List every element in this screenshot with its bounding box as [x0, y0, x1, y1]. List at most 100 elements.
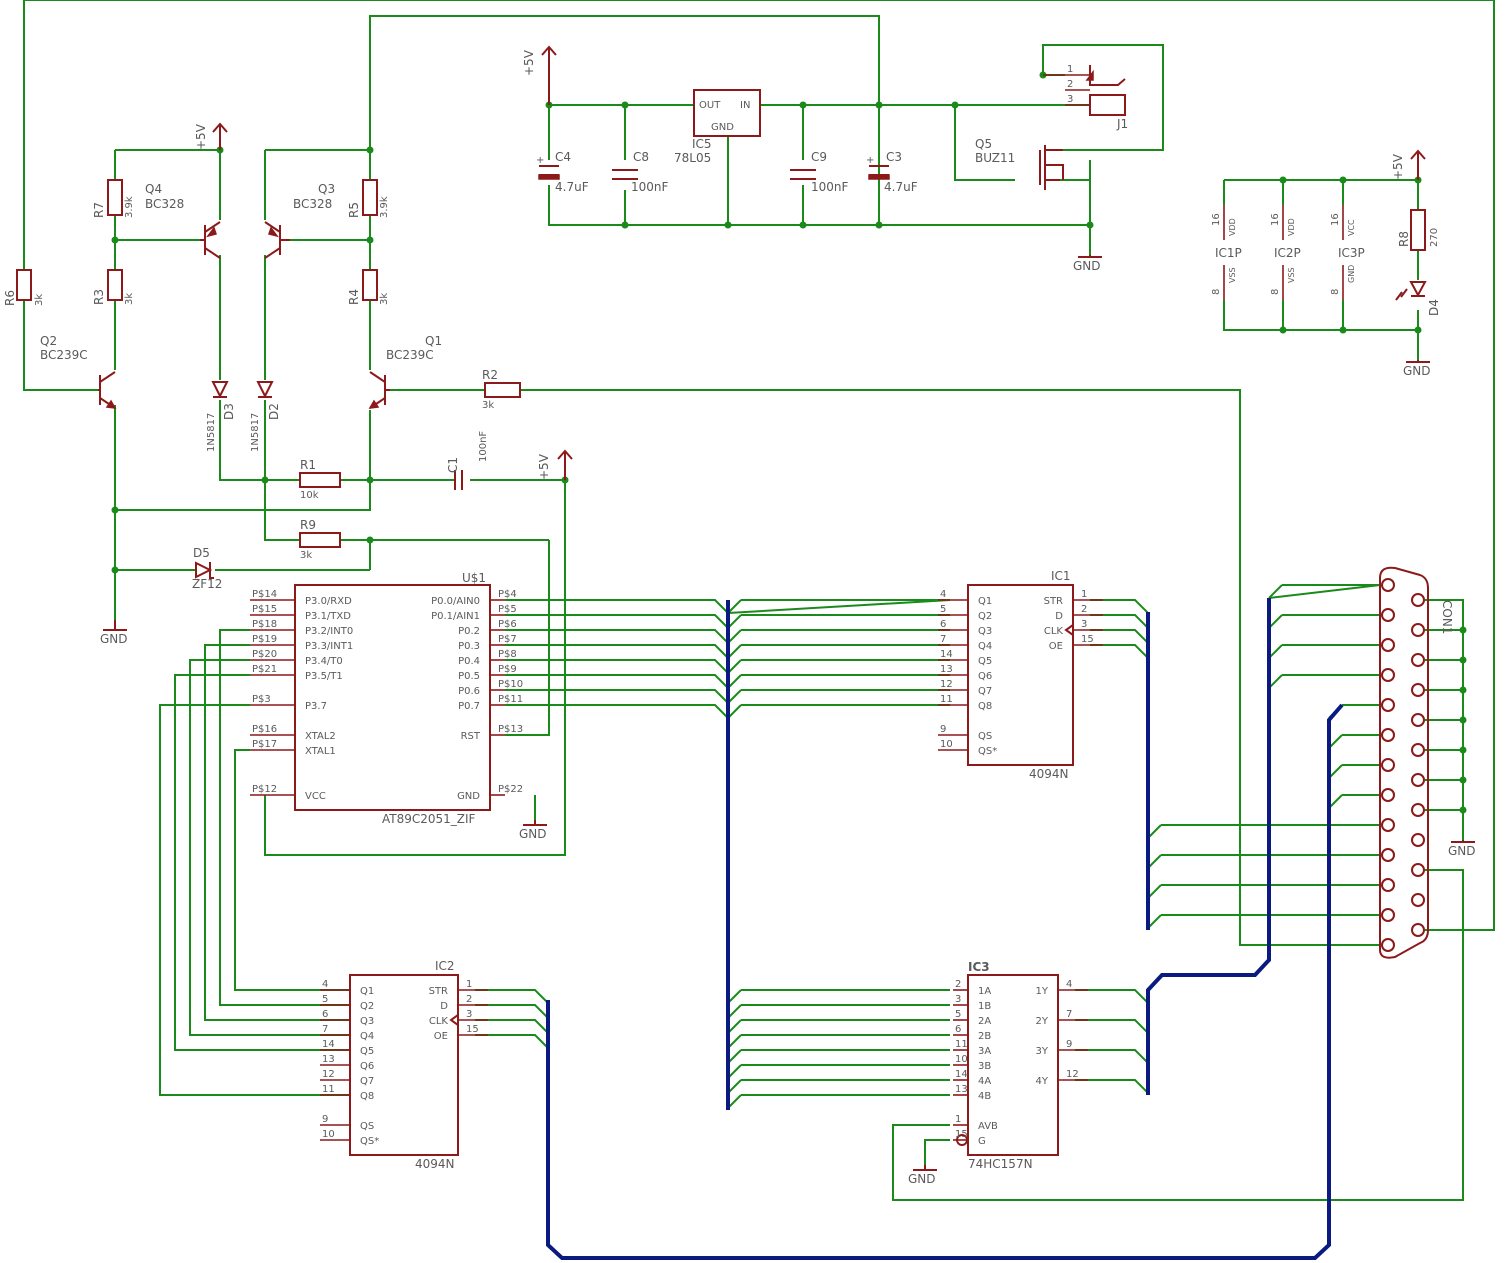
ic3-ref: IC3 [968, 960, 990, 974]
u1-microcontroller: P$14P3.0/RXDP$15P3.1/TXDP$18P3.2/INT0P$1… [250, 571, 523, 826]
u1-pin-name: P3.5/T1 [305, 671, 343, 682]
ic2-pin-name: QS [360, 1121, 374, 1132]
ic1-pin-name: Q5 [978, 656, 992, 667]
r3-ref: R3 [92, 289, 106, 305]
gnd-label: GND [1073, 259, 1101, 273]
c8-ref: C8 [633, 150, 649, 164]
ic5-ref: IC5 [692, 137, 712, 151]
con1-pin [1381, 608, 1395, 622]
c8-value: 100nF [631, 180, 669, 194]
ic2-pad: 4 [322, 979, 328, 990]
svg-text:16: 16 [1270, 213, 1281, 226]
ic2-pad: 12 [322, 1069, 335, 1080]
ic1-ref: IC1 [1051, 569, 1071, 583]
r4-value: 3k [379, 293, 390, 305]
gnd-label: GND [908, 1172, 936, 1186]
c3-value: 4.7uF [884, 180, 918, 194]
d2-value: 1N5817 [250, 413, 261, 452]
u1-pin-name: P0.3 [458, 641, 480, 652]
r1-ref: R1 [300, 458, 316, 472]
ic1-pin-name: Q3 [978, 626, 992, 637]
ic1-pad: 2 [1081, 604, 1087, 615]
u1-pin-name: P3.1/TXD [305, 611, 351, 622]
supply-label-vcc: +5V [194, 123, 208, 150]
con1-db25-connector: CON1 [1379, 566, 1454, 959]
con1-pin [1411, 893, 1425, 907]
con1-pin [1381, 878, 1395, 892]
ic1-pin-name: Q2 [978, 611, 992, 622]
svg-text:IC1P: IC1P [1215, 246, 1242, 260]
svg-text:16: 16 [1330, 213, 1341, 226]
ic2-pin-name: CLK [429, 1016, 449, 1027]
ic5-regulator: OUT IN GND IC5 78L05 [674, 89, 761, 165]
ic3-pad: 15 [955, 1129, 968, 1140]
ic3-pin-name: AVB [978, 1121, 998, 1132]
ic1-pad: 12 [940, 679, 953, 690]
r5-ref: R5 [347, 202, 361, 218]
gnd-label: GND [1448, 844, 1476, 858]
q5-ref: Q5 [975, 137, 992, 151]
u1-pad: P$9 [498, 664, 517, 675]
svg-text:VDD: VDD [1228, 218, 1237, 236]
u1-pad: P$11 [498, 694, 523, 705]
svg-text:8: 8 [1211, 289, 1222, 295]
ic3-pad: 1 [955, 1114, 961, 1125]
gnd-label: GND [1403, 364, 1431, 378]
con1-pin [1381, 848, 1395, 862]
ic1-pad: 1 [1081, 589, 1087, 600]
ic3-pin-name: 2A [978, 1016, 991, 1027]
con1-pin [1411, 593, 1425, 607]
ic3p-power: 16 VCC IC3P 8 GND [1330, 205, 1365, 300]
con1-pin [1381, 698, 1395, 712]
u1-pin-name: P0.4 [458, 656, 480, 667]
ic3-pin-name: 3B [978, 1061, 991, 1072]
clk-marker [449, 1014, 459, 1026]
ic1-pin-name: STR [1044, 596, 1063, 607]
ic1-pad: 13 [940, 664, 953, 675]
ic3-pad: 12 [1066, 1069, 1079, 1080]
buses [546, 598, 1344, 1260]
u1-pad: P$19 [252, 634, 277, 645]
u1-pin-name: GND [457, 791, 480, 802]
ic1-pin-name: QS [978, 731, 992, 742]
c9-ref: C9 [811, 150, 827, 164]
d3-value: 1N5817 [206, 413, 217, 452]
svg-text:IC2P: IC2P [1274, 246, 1301, 260]
gnd-label: GND [519, 827, 547, 841]
clk-marker [1064, 624, 1074, 636]
ic3-pad: 11 [955, 1039, 968, 1050]
con1-pin [1411, 803, 1425, 817]
ic1-value: 4094N [1029, 767, 1069, 781]
u1-pin-name: RST [461, 731, 481, 742]
ic2-pad: 1 [466, 979, 472, 990]
ic5-gnd-label: GND [711, 122, 734, 133]
u1-pin-name: XTAL1 [305, 746, 336, 757]
u1-pad: P$15 [252, 604, 277, 615]
ic2-pin-name: STR [429, 986, 448, 997]
ic3-pin-name: 2B [978, 1031, 991, 1042]
con1-pin [1411, 713, 1425, 727]
c1-ref: C1 [446, 457, 460, 473]
ic1-pad: 15 [1081, 634, 1094, 645]
ic2-pad: 13 [322, 1054, 335, 1065]
con1-ref: CON1 [1440, 600, 1454, 634]
j1-pin-3: 3 [1067, 94, 1073, 105]
u1-pad: P$14 [252, 589, 277, 600]
d4-ref: D4 [1427, 299, 1441, 316]
q3-ref: Q3 [318, 182, 335, 196]
con1-pin [1411, 683, 1425, 697]
ic2-pin-name: Q5 [360, 1046, 374, 1057]
q3-value: BC328 [293, 197, 332, 211]
ic3-pad: 7 [1066, 1009, 1072, 1020]
ic1-pad: 6 [940, 619, 946, 630]
u1-pin-name: P3.3/INT1 [305, 641, 353, 652]
j1-ref: J1 [1116, 117, 1128, 131]
con1-pin [1381, 818, 1395, 832]
ic2-value: 4094N [415, 1157, 455, 1171]
u1-pin-name: P0.1/AIN1 [431, 611, 480, 622]
ic1-pad: 5 [940, 604, 946, 615]
u1-pad: P$6 [498, 619, 517, 630]
